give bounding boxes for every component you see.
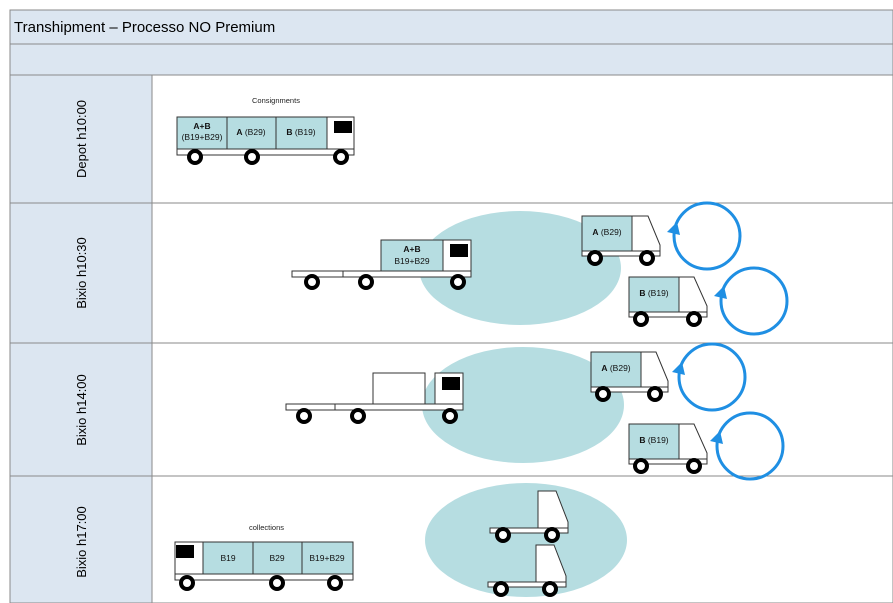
van-b-1030: B (B19) — [628, 276, 708, 327]
van-a-1030-label: A (B29) — [592, 227, 621, 237]
van-a-1030: A (B29) — [581, 215, 661, 266]
empty-van-1700-bottom — [487, 544, 567, 597]
van-b-1400-label: B (B19) — [639, 435, 668, 445]
lane-label-column — [9, 74, 153, 603]
van-a-1030-loop-arrow — [667, 201, 742, 271]
van-a-1400: A (B29) — [590, 351, 669, 402]
van-a-1400-loop-arrow — [672, 342, 747, 412]
diagram-title: Transhipment – Processo NO Premium — [14, 19, 275, 36]
collections-box1: B19 — [220, 553, 235, 563]
lane-label-bixio-1400: Bixio h14:00 — [74, 374, 89, 446]
header-row — [9, 43, 893, 76]
lane-label-bixio-1030: Bixio h10:30 — [74, 237, 89, 309]
depot-box3-label: B (B19) — [286, 127, 315, 137]
depot-truck: Consignments A+B (B19+B29) A (B29) B (B1… — [176, 96, 355, 165]
van-b-1400: B (B19) — [628, 423, 708, 474]
cargo-1030-sub: B19+B29 — [394, 256, 429, 266]
van-b-1030-loop-arrow — [714, 266, 789, 336]
empty-van-1700-top — [489, 490, 569, 543]
cargo-1030-bold: A+B — [403, 244, 420, 254]
title-row — [9, 9, 893, 45]
depot-box2-label: A (B29) — [236, 127, 265, 137]
lane-label-bixio-1700: Bixio h17:00 — [74, 506, 89, 578]
van-b-1400-loop-arrow — [710, 411, 785, 481]
consignments-caption: Consignments — [252, 96, 300, 105]
collections-truck: collections B19 B29 B19+B29 — [174, 523, 354, 591]
lane-label-depot-1000: Depot h10:00 — [74, 100, 89, 178]
transfer-area-1700 — [425, 483, 627, 597]
depot-box1-bold: A+B — [193, 121, 210, 131]
collections-caption: collections — [249, 523, 284, 532]
van-b-1030-label: B (B19) — [639, 288, 668, 298]
collections-box2: B29 — [269, 553, 284, 563]
collections-box3: B19+B29 — [309, 553, 344, 563]
van-a-1400-label: A (B29) — [601, 363, 630, 373]
trailer-truck-1400 — [285, 372, 464, 424]
trailer-truck-1030: A+B B19+B29 — [291, 239, 472, 290]
transfer-area-1400 — [422, 347, 624, 463]
depot-box1-sub: (B19+B29) — [182, 132, 223, 142]
